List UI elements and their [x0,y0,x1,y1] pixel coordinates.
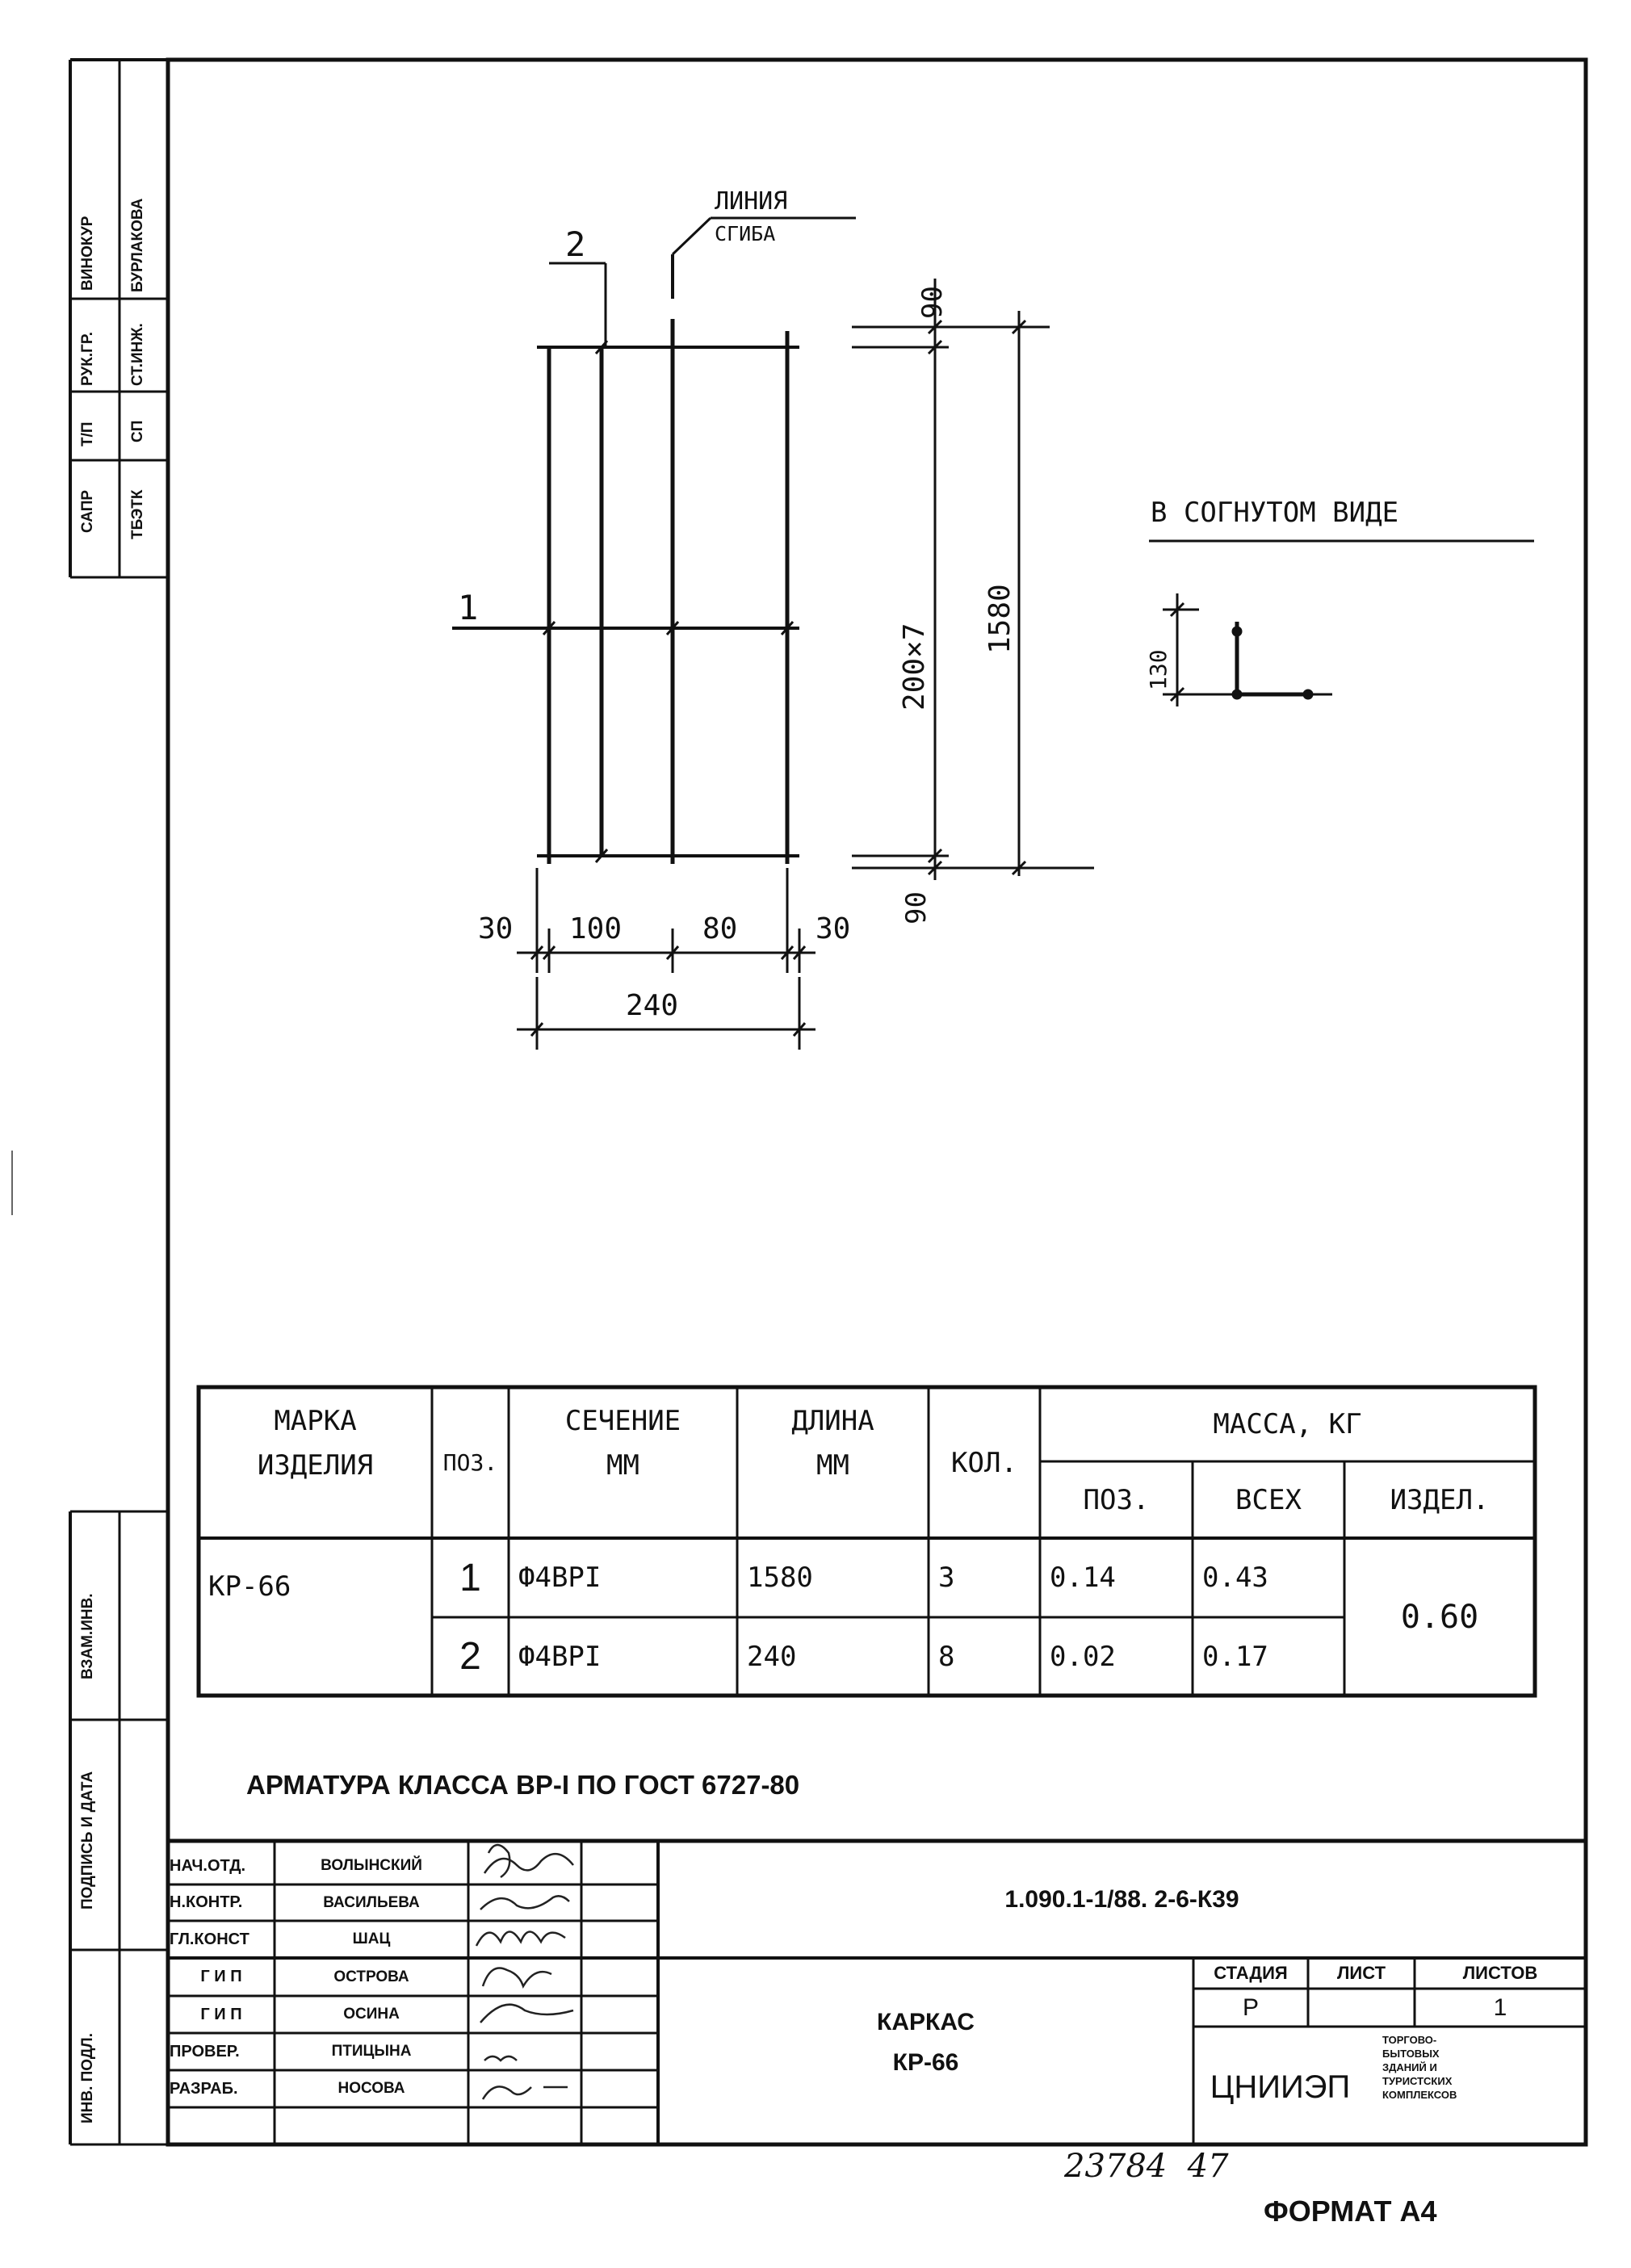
role-label: Н.КОНТР. [170,1893,243,1911]
role-name: ОСИНА [343,2006,400,2023]
role-name: НОСОВА [338,2080,405,2097]
sheet-label: ЛИСТ [1336,1963,1386,1983]
role-label: РАЗРАБ. [170,2079,238,2098]
dim-240: 240 [626,989,679,1022]
role-label: Г И П [200,1968,242,1985]
dim-100: 100 [569,912,623,945]
org-description: ТОРГОВО- БЫТОВЫХ ЗДАНИЙ И ТУРИСТСКИХ КОМ… [1382,2033,1457,2102]
cell-item-mass: 0.60 [1400,1598,1479,1636]
cell-qty: 8 [938,1640,955,1673]
cell-section: Ф4ВРI [518,1562,602,1594]
header-mass: МАССА, КГ [1213,1408,1362,1440]
header-mass-pos: ПОЗ. [1083,1483,1150,1516]
role-label: ГЛ.КОНСТ [170,1930,249,1948]
cell-mass-pos: 0.14 [1050,1562,1116,1594]
header-section-line2: ММ [606,1449,639,1482]
header-pos: ПОЗ. [442,1449,498,1476]
stage-value: Р [1242,1993,1259,2021]
cell-section: Ф4ВРI [518,1640,602,1673]
bent-view-title: В СОГНУТОМ ВИДЕ [1151,497,1399,529]
org-description-line: ТОРГОВО- [1382,2034,1437,2046]
role-label: НАЧ.ОТД. [170,1856,246,1875]
org-name: ЦНИИЭП [1210,2069,1351,2105]
title-line-2: КР-66 [892,2049,959,2076]
header-length-line2: ММ [816,1449,849,1482]
role-name: ОСТРОВА [333,1968,409,1985]
org-description-line: КОМПЛЕКСОВ [1382,2089,1457,2101]
role-label: Г И П [200,2005,242,2023]
dim-30-right: 30 [816,912,851,945]
cell-mass-all: 0.43 [1202,1562,1268,1594]
role-label: ПРОВЕР. [170,2042,240,2060]
header-mark-line1: МАРКА [274,1405,357,1437]
cell-mass-pos: 0.02 [1050,1640,1116,1673]
title-line-1: КАРКАС [877,2009,975,2035]
dim-80: 80 [702,912,738,945]
header-mass-all: ВСЕХ [1235,1483,1302,1516]
role-name: ВАСИЛЬЕВА [323,1893,420,1911]
sheets-value: 1 [1493,1993,1507,2021]
role-name: ВОЛЫНСКИЙ [321,1857,422,1874]
cell-pos: 2 [459,1635,481,1678]
sheets-label: ЛИСТОВ [1462,1963,1538,1983]
archive-number: 23784 47 [1064,2148,1229,2185]
drawing-code: 1.090.1-1/88. 2-6-К39 [1004,1885,1239,1913]
position-2-label: 2 [565,224,586,264]
header-mass-item: ИЗДЕЛ. [1390,1483,1490,1516]
sheet-value [1308,1989,1415,2027]
bend-line-label-bottom: СГИБА [715,222,776,245]
position-1-label: 1 [458,588,479,627]
org-description-line: ЗДАНИЙ И [1382,2061,1437,2073]
dim-30-left: 30 [478,912,514,945]
org-description-line: БЫТОВЫХ [1382,2048,1440,2060]
cell-length: 240 [747,1640,797,1673]
cell-pos: 1 [459,1556,481,1599]
org-description-line: ТУРИСТСКИХ [1382,2075,1453,2087]
header-section-line1: СЕЧЕНИЕ [564,1405,681,1437]
header-qty: КОЛ. [951,1446,1017,1479]
reinforcement-note: АРМАТУРА КЛАССА ВР-I ПО ГОСТ 6727-80 [246,1770,800,1800]
cell-mark: КР-66 [208,1570,291,1603]
cell-length: 1580 [747,1562,813,1594]
stage-label: СТАДИЯ [1214,1963,1288,1983]
format-label: ФОРМАТ А4 [1264,2195,1437,2228]
header-mark-line2: ИЗДЕЛИЯ [257,1449,374,1482]
cell-qty: 3 [938,1562,955,1594]
cell-mass-all: 0.17 [1202,1640,1268,1673]
role-name: ШАЦ [352,1931,391,1947]
role-name: ПТИЦЫНА [331,2043,412,2060]
header-length-line1: ДЛИНА [791,1405,874,1437]
bend-line-label-top: ЛИНИЯ [715,187,788,216]
